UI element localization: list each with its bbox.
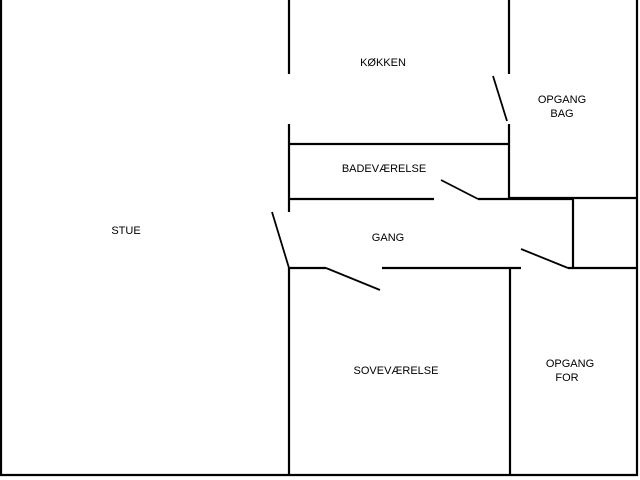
room-label-opgang-for-line2: FOR (555, 372, 578, 384)
room-label-badevaerelse: BADEVÆRELSE (342, 163, 426, 175)
room-label-opgang-bag-line2: BAG (550, 108, 573, 120)
room-label-gang: GANG (372, 232, 404, 244)
room-label-koekken: KØKKEN (360, 57, 406, 69)
room-label-stue: STUE (111, 225, 140, 237)
room-label-opgang-bag-line1: OPGANG (538, 94, 586, 106)
bathroom-door (440, 179, 479, 200)
bedroom-door (325, 267, 381, 291)
room-label-opgang-for-line1: OPGANG (546, 358, 594, 370)
front-stairs-door (520, 248, 569, 269)
room-label-sovevaerelse: SOVEVÆRELSE (354, 365, 439, 377)
room-labels: STUE KØKKEN OPGANG BAG BADEVÆRELSE GANG … (111, 57, 594, 384)
doors (271, 75, 569, 291)
kitchen-back-stairs-door (492, 75, 508, 122)
living-room-door (271, 211, 290, 269)
